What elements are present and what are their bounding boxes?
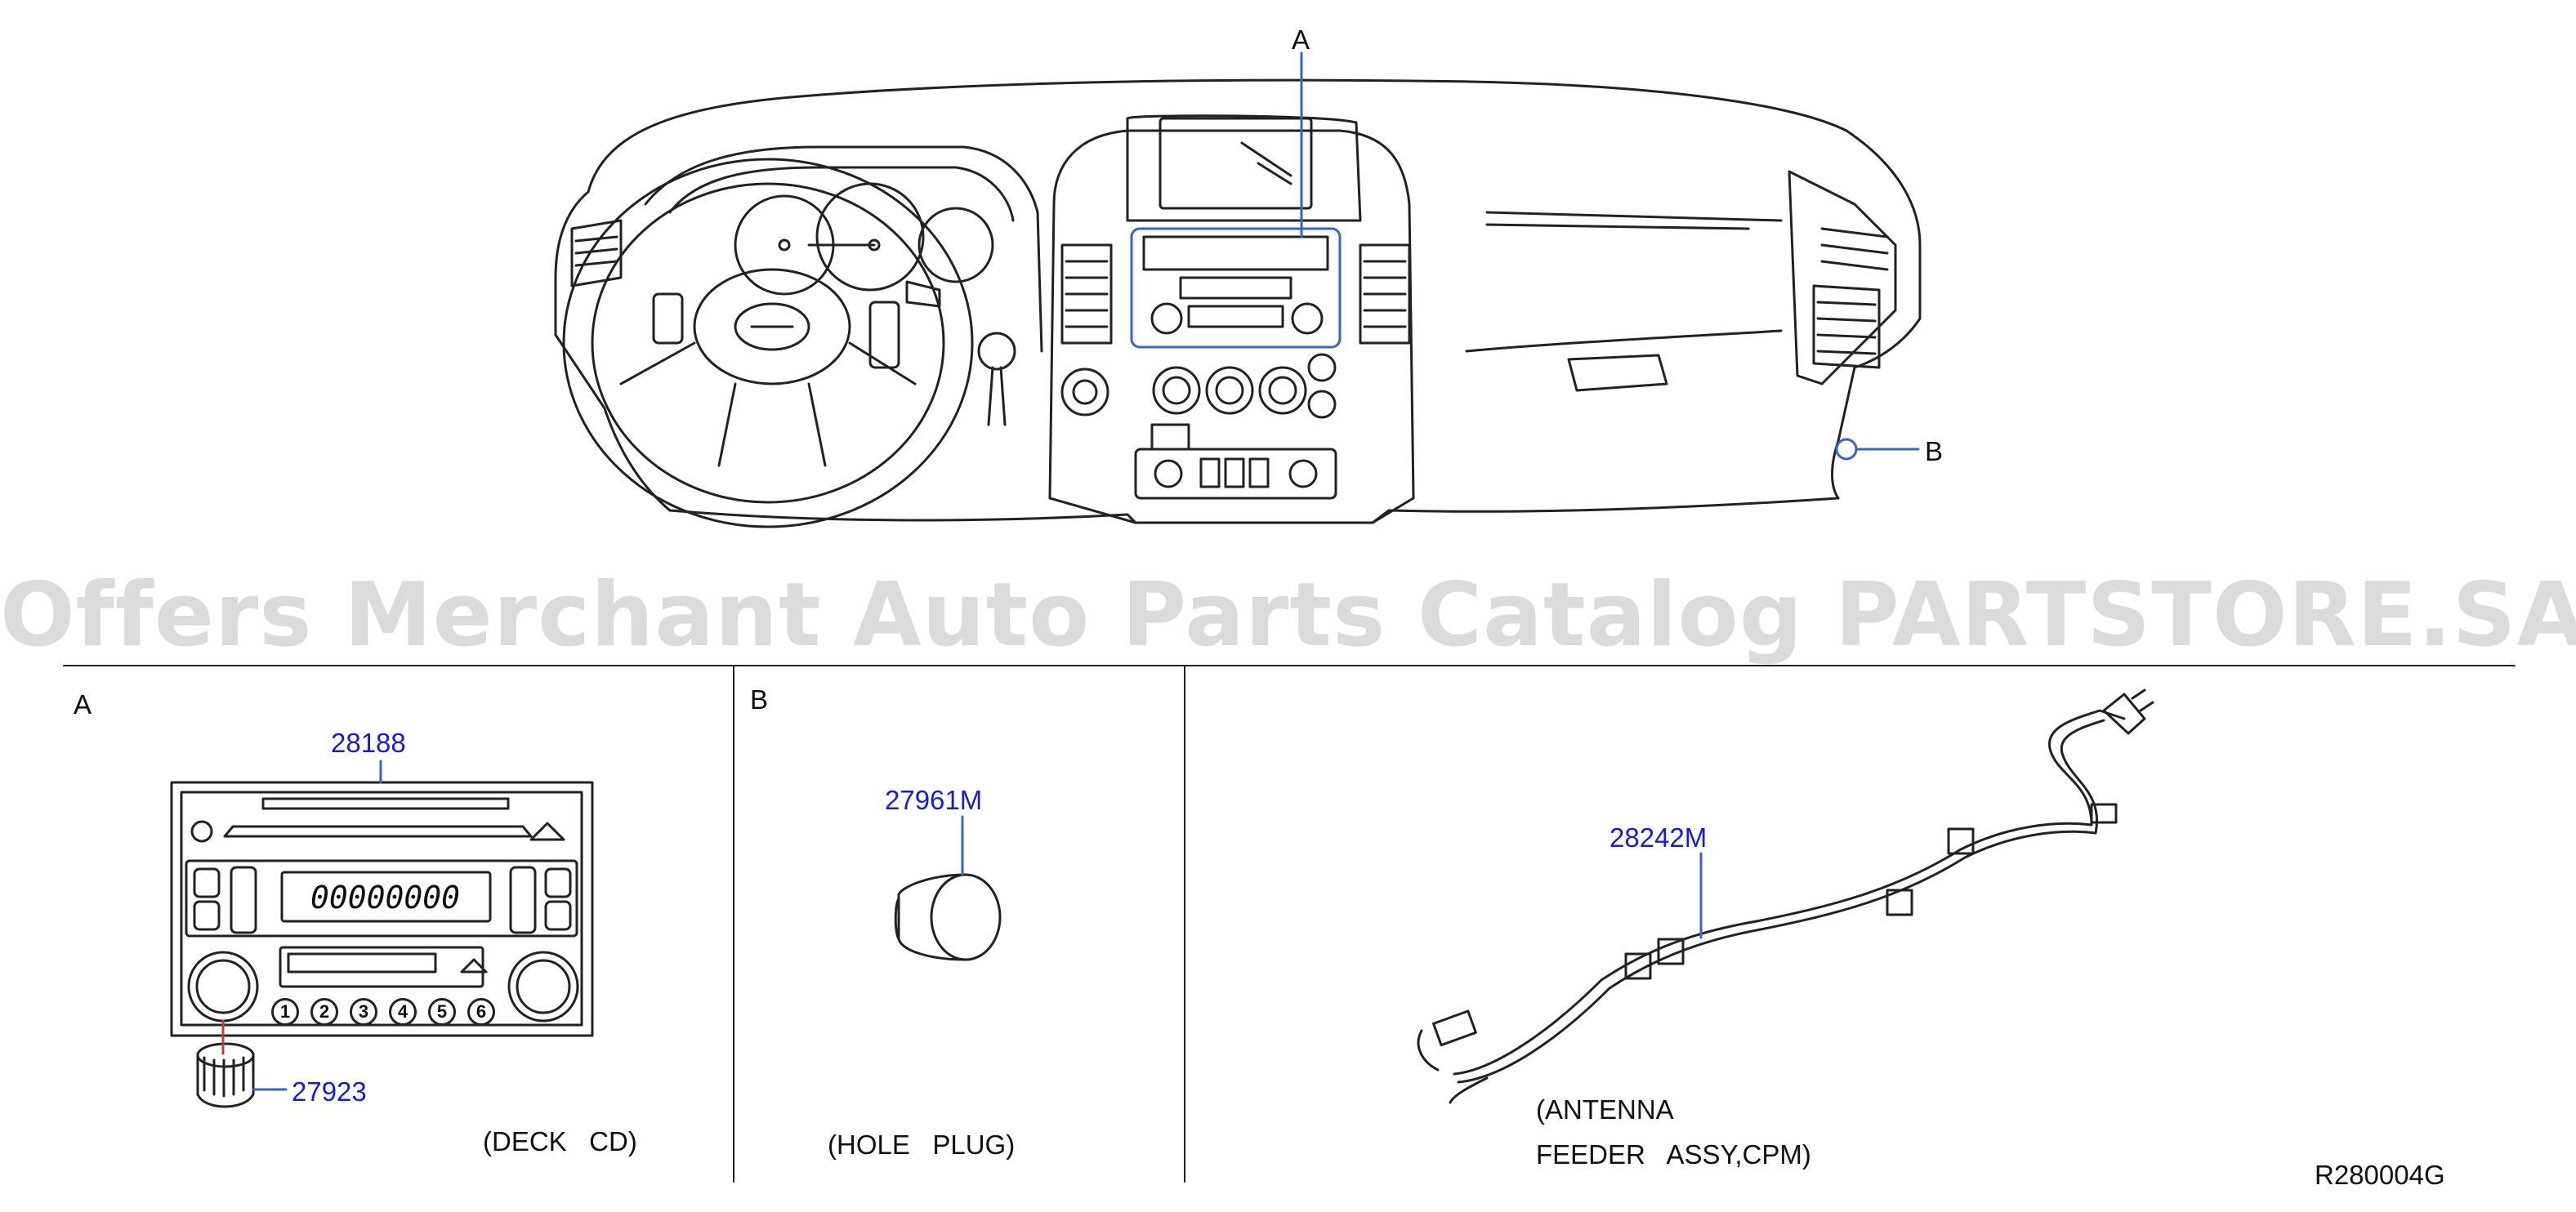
part-number-28188[interactable]: 28188 xyxy=(331,728,406,758)
callout-a[interactable]: A xyxy=(1292,25,1310,55)
watermark: Offers Merchant Auto Parts Catalog PARTS… xyxy=(0,564,2576,666)
preset-button-6: 6 xyxy=(467,998,495,1026)
preset-button-2: 2 xyxy=(310,998,338,1026)
hole-plug-location-marker xyxy=(1835,438,1858,461)
callout-b[interactable]: B xyxy=(1925,436,1944,466)
caption-antenna-line2: FEEDER ASSY,CPM) xyxy=(1536,1139,1811,1170)
preset-button-1: 1 xyxy=(271,998,299,1026)
cd-display-text: 00000000 xyxy=(310,880,461,916)
preset-button-3: 3 xyxy=(350,998,377,1026)
section-a-label: A xyxy=(74,689,92,720)
antenna-feeder-drawing xyxy=(1417,688,2154,1104)
caption-hole-plug: (HOLE PLUG) xyxy=(828,1130,1016,1160)
dashboard-illustration xyxy=(554,78,1922,528)
deck-cd-drawing xyxy=(170,781,594,1108)
caption-antenna-line1: (ANTENNA xyxy=(1536,1094,1674,1125)
preset-button-4: 4 xyxy=(389,998,417,1026)
preset-button-5: 5 xyxy=(428,998,456,1026)
hole-plug-drawing xyxy=(894,873,1002,961)
caption-deck-cd: (DECK CD) xyxy=(483,1126,637,1156)
diagram-code: R280004G xyxy=(2315,1160,2445,1190)
preset-buttons: 1 2 3 4 5 6 xyxy=(271,998,495,1026)
part-number-27923[interactable]: 27923 xyxy=(292,1076,367,1107)
section-b-label: B xyxy=(750,684,769,715)
part-number-28242M[interactable]: 28242M xyxy=(1609,822,1708,853)
part-number-27961M[interactable]: 27961M xyxy=(885,785,983,815)
